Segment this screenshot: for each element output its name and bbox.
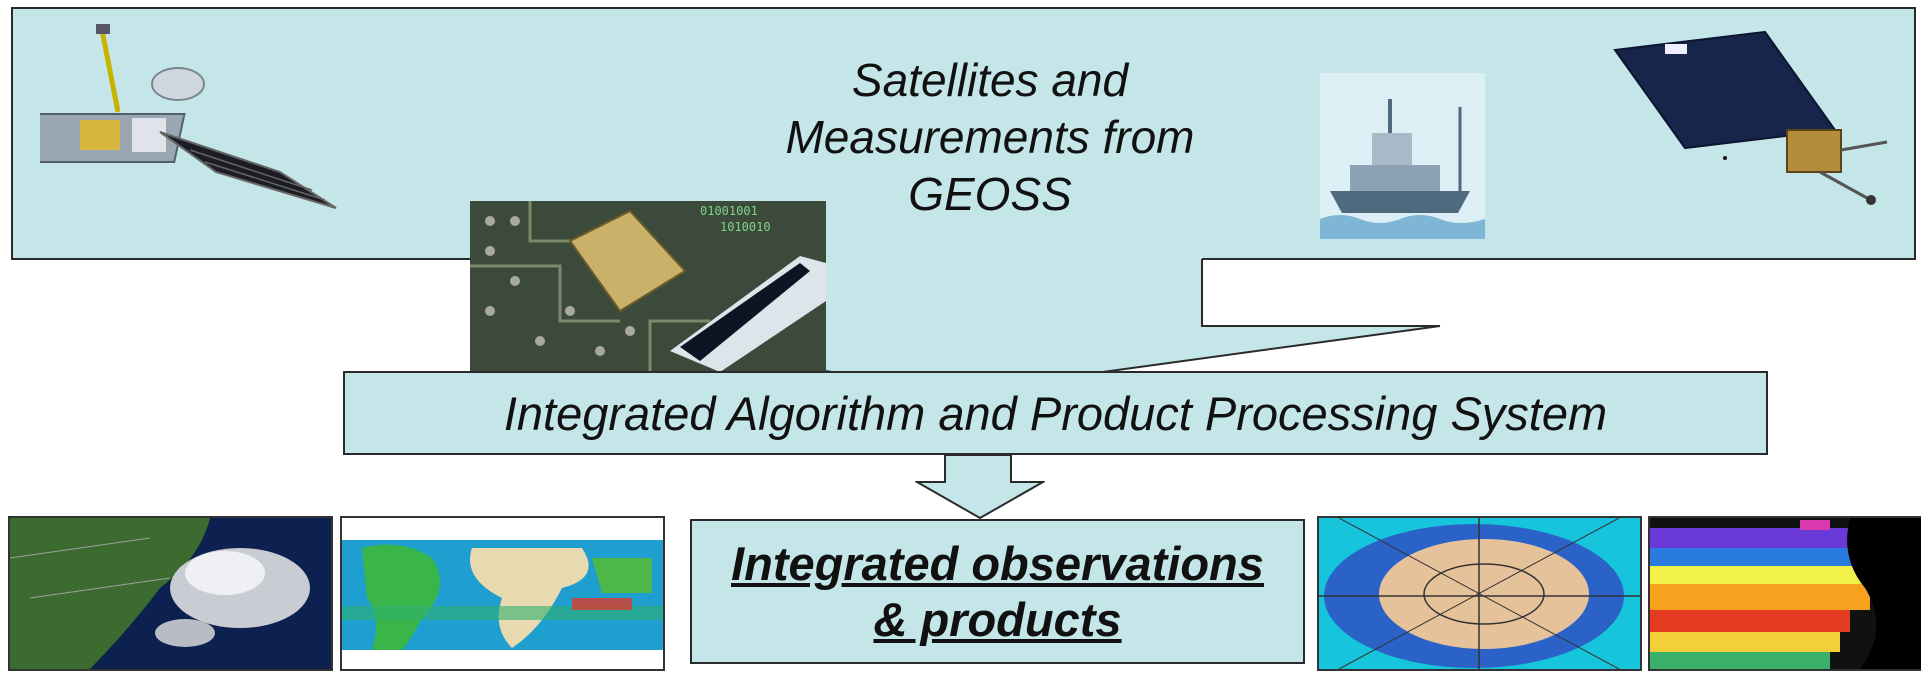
circuit-board-satellite-image: 01001001 1010010 (470, 201, 826, 372)
global-vegetation-map-image (340, 516, 665, 671)
svg-text:01001001: 01001001 (700, 204, 758, 218)
output-products-box: Integrated observations & products (690, 519, 1305, 664)
output-line-1: Integrated observations (731, 536, 1264, 590)
output-line-2: & products (873, 592, 1122, 646)
title-line-1: Satellites and (851, 54, 1129, 106)
hurricane-satellite-image (8, 516, 333, 671)
down-arrow-icon (915, 454, 1045, 520)
processing-system-box: Integrated Algorithm and Product Process… (343, 371, 1768, 455)
sources-callout-box (11, 7, 1916, 260)
satellite-icon (1613, 30, 1888, 205)
sources-title: Satellites and Measurements from GEOSS (700, 52, 1280, 223)
antarctica-sea-ice-map-image (1317, 516, 1642, 671)
ship-icon (1320, 73, 1485, 239)
satellite-icon (40, 24, 337, 209)
title-line-2: Measurements from (785, 111, 1195, 163)
svg-text:1010010: 1010010 (720, 220, 771, 234)
sea-surface-temperature-map-image (1648, 516, 1921, 671)
title-line-3: GEOSS (908, 168, 1072, 220)
processing-system-label: Integrated Algorithm and Product Process… (503, 386, 1608, 440)
